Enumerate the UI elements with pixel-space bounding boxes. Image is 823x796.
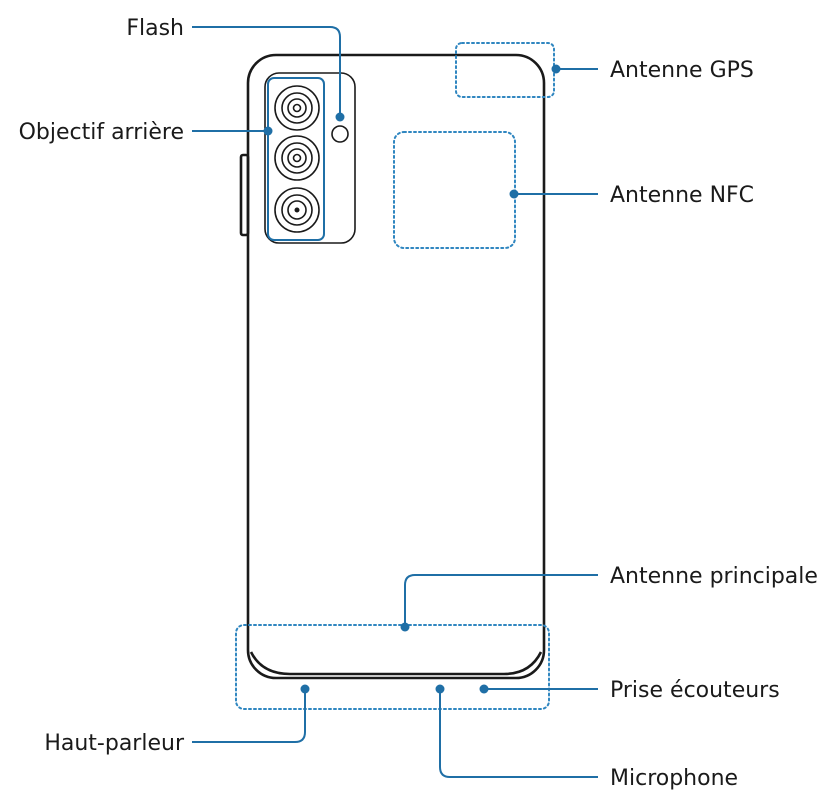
labels: Flash Objectif arrière Antenne GPS Anten… — [19, 16, 818, 791]
nfc-callout-dot — [509, 189, 519, 199]
main-antenna-callout-dot — [400, 622, 410, 632]
main-antenna-label: Antenne principale — [610, 564, 818, 589]
gps-callout-dot — [551, 64, 561, 74]
speaker-label: Haut-parleur — [44, 731, 185, 756]
gps-antenna-zone — [455, 42, 555, 98]
flash-led — [331, 125, 349, 143]
bottom-antenna-zone — [235, 624, 550, 710]
rear-camera-label: Objectif arrière — [19, 120, 184, 145]
nfc-antenna-label: Antenne NFC — [610, 183, 754, 208]
camera-housing — [264, 72, 356, 244]
side-button — [239, 153, 250, 237]
callouts — [192, 26, 598, 778]
nfc-antenna-zone — [393, 131, 516, 249]
gps-antenna-label: Antenne GPS — [610, 58, 754, 83]
microphone-callout-dot — [435, 684, 445, 694]
speaker-callout-dot — [300, 684, 310, 694]
rear-camera-highlight — [267, 77, 325, 241]
flash-callout-line — [192, 26, 341, 115]
rear-camera-callout-dot — [263, 126, 273, 136]
microphone-label: Microphone — [610, 766, 738, 791]
headset-jack-label: Prise écouteurs — [610, 678, 780, 703]
phone-body — [239, 53, 546, 680]
lens-3 — [274, 187, 320, 233]
speaker-callout-line — [192, 689, 306, 743]
phone-outline — [246, 53, 546, 680]
lens-1 — [274, 85, 320, 131]
headset-jack-callout-dot — [479, 684, 489, 694]
camera-module — [264, 72, 356, 244]
flash-label: Flash — [126, 16, 184, 41]
microphone-callout-line — [439, 689, 598, 778]
phone-bottom-edge — [249, 651, 543, 676]
main-antenna-callout-line — [404, 574, 598, 626]
flash-callout-dot — [335, 112, 345, 122]
lens-2 — [274, 135, 320, 181]
